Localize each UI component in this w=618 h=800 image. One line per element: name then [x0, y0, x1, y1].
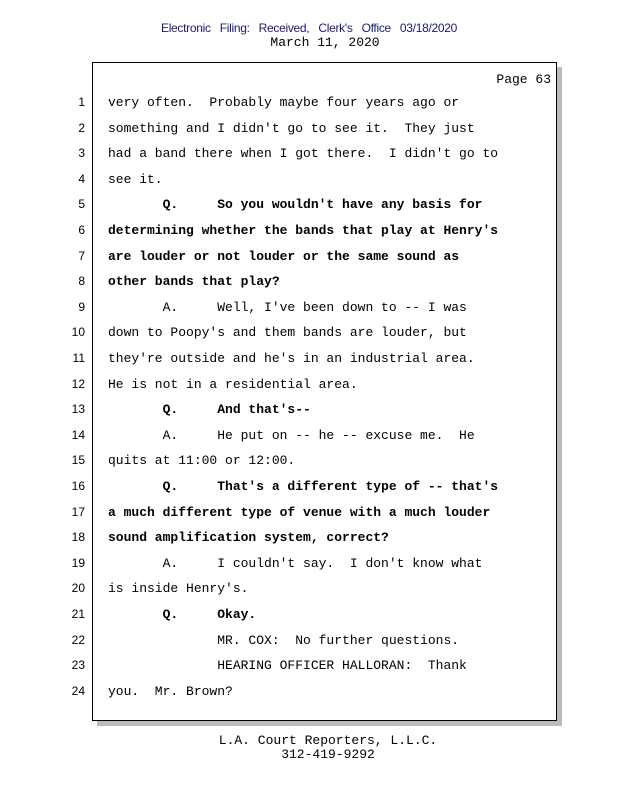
- transcript-date: March 11, 2020: [270, 35, 380, 50]
- line-number: 3: [78, 146, 85, 161]
- line-number: 5: [78, 197, 85, 212]
- line-text: had a band there when I got there. I did…: [108, 146, 499, 162]
- footer-company: L.A. Court Reporters, L.L.C.: [218, 733, 438, 748]
- line-text: He is not in a residential area.: [108, 376, 358, 392]
- line-text: Q. Okay.: [108, 607, 257, 622]
- line-number: 2: [78, 120, 85, 135]
- line-number: 13: [71, 402, 85, 417]
- line-number: 17: [71, 504, 85, 519]
- line-text: HEARING OFFICER HALLORAN: Thank: [108, 658, 467, 674]
- line-number: 8: [78, 274, 85, 289]
- line-text: determining whether the bands that play …: [108, 223, 499, 238]
- line-number: 20: [71, 581, 85, 596]
- line-number: 10: [71, 325, 85, 340]
- line-text: A. He put on -- he -- excuse me. He: [108, 427, 475, 443]
- line-text: quits at 11:00 or 12:00.: [108, 453, 296, 469]
- line-number: 24: [71, 683, 85, 698]
- line-number: 19: [71, 555, 85, 570]
- line-number: 6: [78, 223, 85, 237]
- line-text: Q. That's a different type of -- that's: [108, 479, 499, 494]
- page-number: Page 63: [496, 72, 551, 87]
- line-text: are louder or not louder or the same sou…: [108, 248, 460, 264]
- line-text: very often. Probably maybe four years ag…: [108, 95, 460, 110]
- line-number: 16: [71, 479, 85, 493]
- line-text: MR. COX: No further questions.: [108, 632, 460, 648]
- line-number: 7: [78, 248, 85, 263]
- line-number: 15: [71, 453, 85, 468]
- line-number: 9: [78, 299, 85, 314]
- line-text: sound amplification system, correct?: [108, 530, 389, 546]
- line-number: 4: [78, 171, 85, 186]
- footer-phone: 312-419-9292: [281, 747, 375, 762]
- line-number: 22: [71, 632, 85, 647]
- filing-stamp: Electronic Filing: Received, Clerk's Off…: [160, 21, 457, 35]
- line-text: is inside Henry's.: [108, 581, 249, 597]
- line-text: you. Mr. Brown?: [108, 683, 233, 699]
- line-text: a much different type of venue with a mu…: [108, 504, 491, 520]
- line-text: other bands that play?: [108, 274, 280, 290]
- line-number: 1: [78, 95, 85, 109]
- line-number: 14: [71, 427, 85, 442]
- line-text: they're outside and he's in an industria…: [108, 351, 475, 366]
- line-number: 23: [71, 658, 85, 673]
- line-number: 11: [72, 351, 85, 365]
- line-text: Q. And that's--: [108, 402, 311, 418]
- line-text: A. Well, I've been down to -- I was: [108, 299, 467, 315]
- transcript-page: Page 63: [92, 62, 557, 721]
- line-number: 12: [71, 376, 85, 391]
- line-text: see it.: [108, 171, 163, 187]
- line-number: 18: [71, 530, 85, 545]
- line-number: 21: [71, 607, 85, 621]
- line-text: Q. So you wouldn't have any basis for: [108, 197, 483, 213]
- line-text: something and I didn't go to see it. The…: [108, 120, 475, 136]
- line-text: down to Poopy's and them bands are loude…: [108, 325, 467, 341]
- line-text: A. I couldn't say. I don't know what: [108, 555, 483, 571]
